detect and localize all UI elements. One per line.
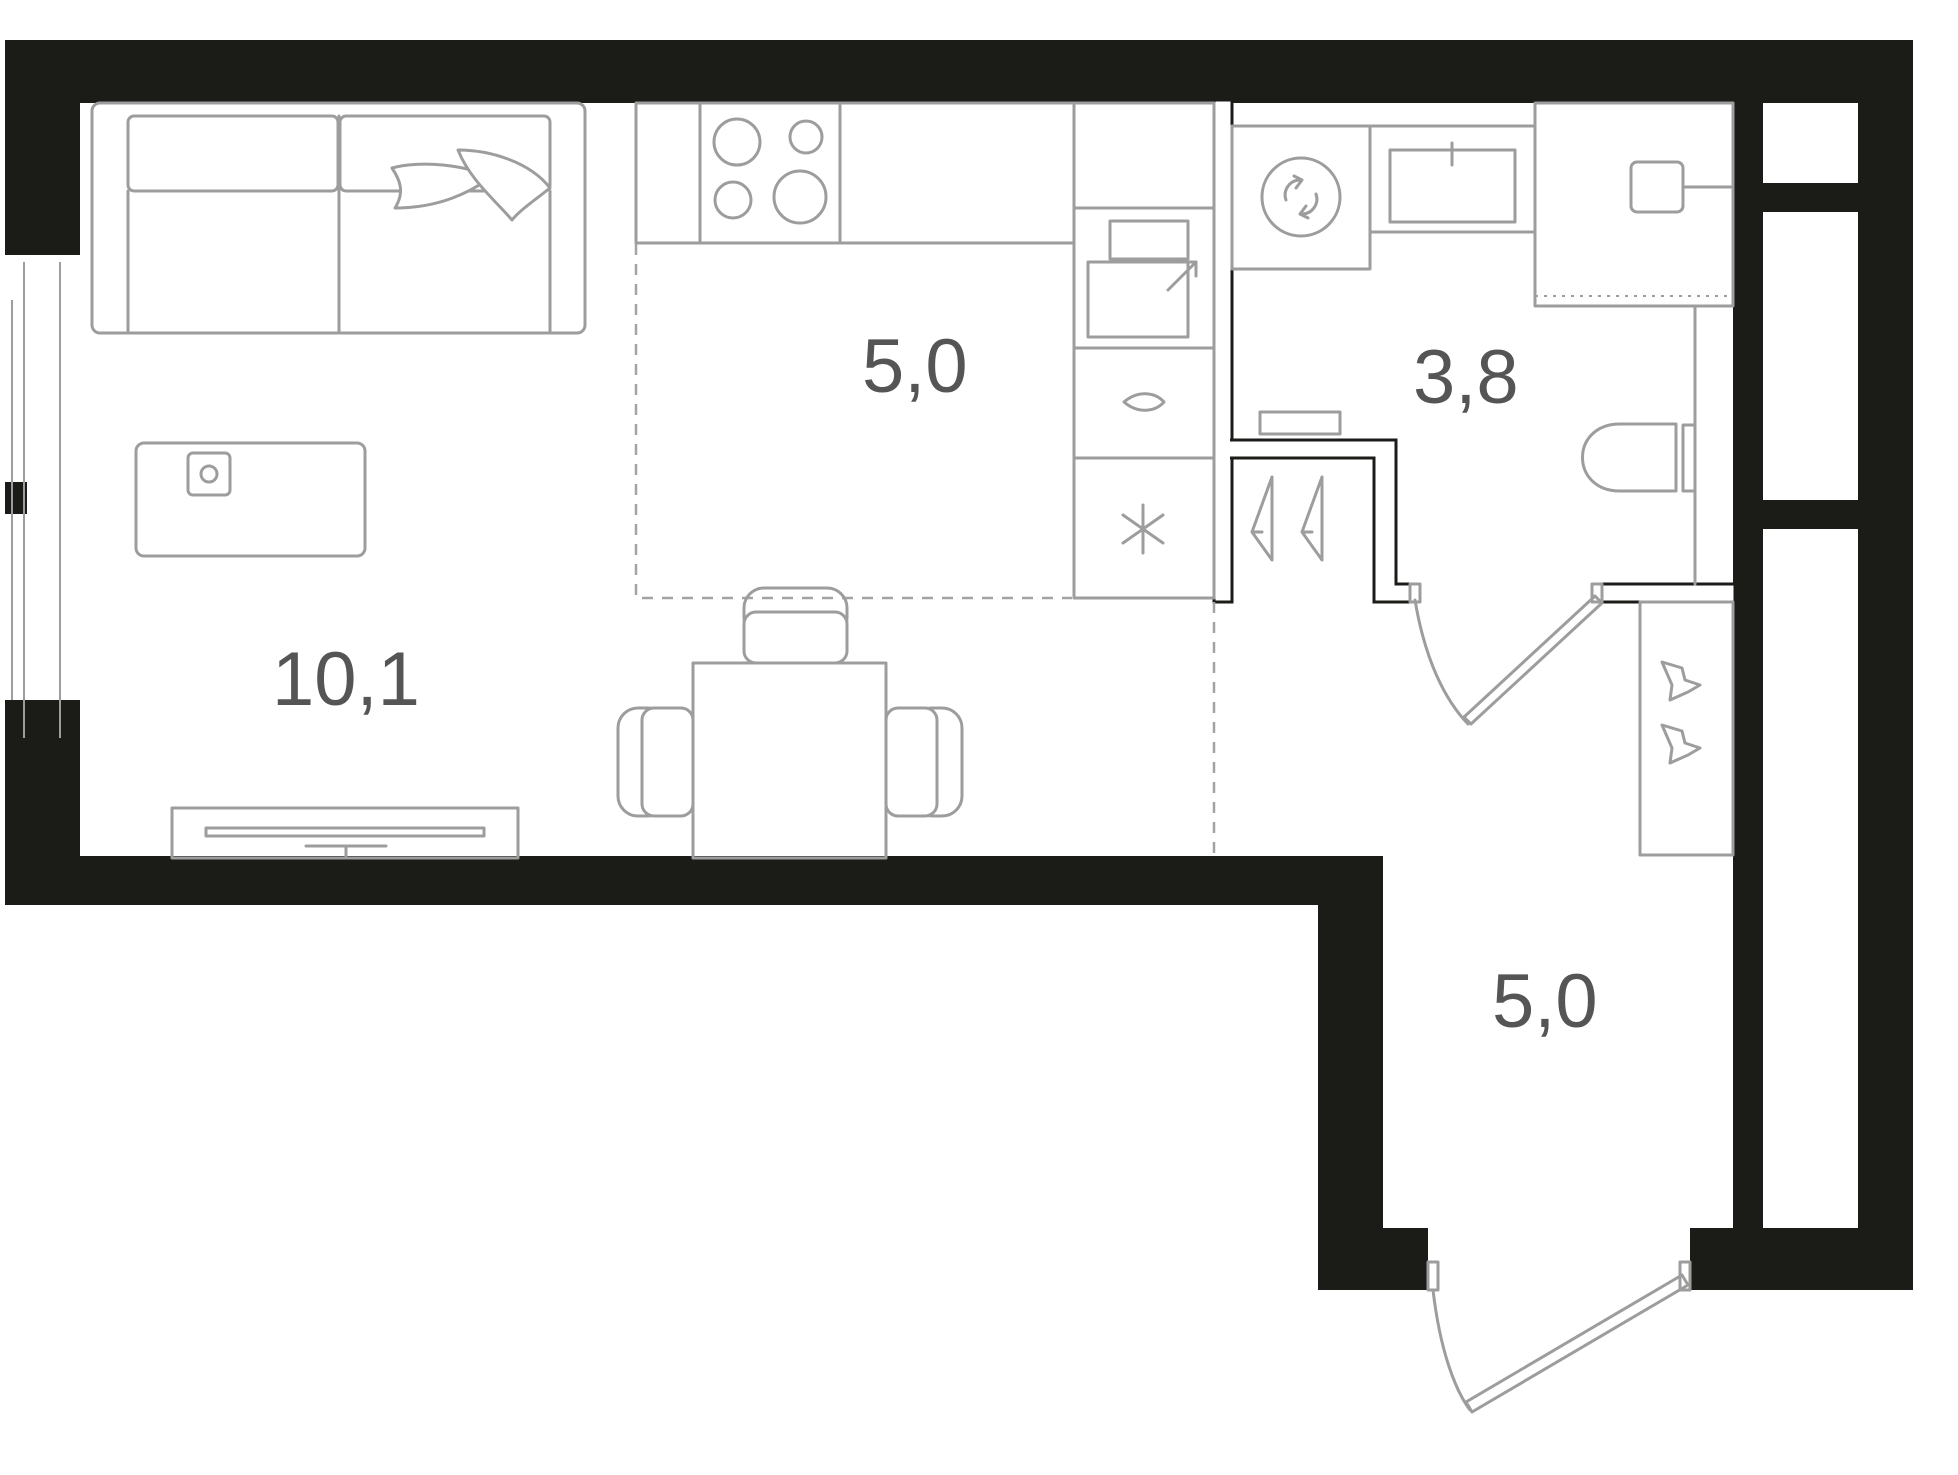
bath-door-swing xyxy=(1413,598,1470,726)
shower-area xyxy=(1533,101,1735,308)
hanger-icon-1 xyxy=(1250,475,1274,562)
zone-boundaries xyxy=(634,244,1216,856)
washer-arrow-head-1 xyxy=(1292,174,1304,190)
faucet-icon-head xyxy=(1180,260,1198,278)
wardrobe xyxy=(1250,475,1324,562)
dining-table xyxy=(691,661,888,860)
hanger-icon-2 xyxy=(1300,475,1324,562)
toilet-bowl xyxy=(1581,422,1678,493)
wall-left-upper xyxy=(5,40,80,255)
toilet-step xyxy=(1258,410,1342,436)
chair-right-seat xyxy=(884,706,939,818)
shoe-icon-2 xyxy=(1660,723,1702,765)
ottoman xyxy=(134,441,367,558)
side-counter xyxy=(1072,101,1216,600)
upper-counter xyxy=(634,101,1076,245)
shoe-icon-1 xyxy=(1660,660,1702,702)
pillow-1 xyxy=(390,162,492,210)
lamp-icon xyxy=(186,451,232,497)
shower-mixer-icon xyxy=(1629,160,1685,214)
wall-right xyxy=(1858,40,1913,1290)
area-label-bathroom: 3,8 xyxy=(1413,335,1519,420)
sofa-cushion-left xyxy=(126,114,340,193)
faucet-icon xyxy=(1166,260,1198,292)
burner-3 xyxy=(713,180,753,220)
kitchen-zone-outline xyxy=(634,244,1072,600)
sofa xyxy=(90,101,587,335)
wall-inner-right xyxy=(1733,100,1763,1233)
sink-basin xyxy=(1086,260,1190,339)
chair-left-seat xyxy=(640,706,695,818)
dining-set xyxy=(616,586,964,860)
kitchen-counter xyxy=(634,101,1216,600)
entry-door-leaf[interactable] xyxy=(1464,1273,1690,1414)
toilet-tank xyxy=(1681,423,1697,493)
partition-bath-door-right xyxy=(1600,582,1737,604)
tv-icon xyxy=(204,826,486,838)
bathroom-fixtures xyxy=(1230,101,1735,586)
water-drop-icon xyxy=(1122,392,1166,412)
exterior-walls xyxy=(5,40,1913,1290)
area-label-hall: 5,0 xyxy=(1492,959,1598,1044)
washer-arrow-icon-2 xyxy=(1300,192,1319,216)
wall-bottom-left xyxy=(5,856,1383,905)
washing-machine xyxy=(1230,124,1372,271)
wall-niche-2 xyxy=(1733,500,1863,529)
lamp-icon-dot xyxy=(199,464,219,484)
wall-left-mid xyxy=(5,482,27,514)
bath-door[interactable] xyxy=(1408,582,1604,726)
wall-hall-bottom-left xyxy=(1318,1228,1428,1290)
burner-4 xyxy=(772,169,828,225)
washer-arrow-head-2 xyxy=(1298,204,1310,220)
area-label-kitchen: 5,0 xyxy=(862,324,968,409)
wall-niche-1 xyxy=(1733,183,1863,212)
window-left xyxy=(11,262,61,738)
area-label-living: 10,1 xyxy=(272,637,420,722)
burner-1 xyxy=(712,117,762,167)
entry-door-swing xyxy=(1431,1288,1472,1412)
shoe-rack-cabinet xyxy=(1638,600,1735,857)
wall-hall-left xyxy=(1318,856,1383,1290)
entry-door[interactable] xyxy=(1426,1260,1692,1414)
chair-top-seat xyxy=(742,610,849,665)
bath-door-leaf[interactable] xyxy=(1462,594,1604,726)
partition-kitchen-bath xyxy=(1212,98,1234,604)
entry-door-jamb-left xyxy=(1426,1260,1440,1292)
washer-arrow-icon-1 xyxy=(1283,178,1302,202)
ottoman-body xyxy=(134,441,367,558)
shoe-rack xyxy=(1638,600,1735,857)
washer-drum xyxy=(1260,156,1342,238)
snowflake-icon-d2 xyxy=(1121,513,1165,545)
wall-top xyxy=(5,40,1913,103)
sink-rim xyxy=(1108,219,1190,261)
bath-door-jamb-right xyxy=(1590,582,1604,604)
burner-2 xyxy=(788,119,824,155)
tv-stand xyxy=(170,806,520,860)
pillow-2 xyxy=(456,148,552,222)
